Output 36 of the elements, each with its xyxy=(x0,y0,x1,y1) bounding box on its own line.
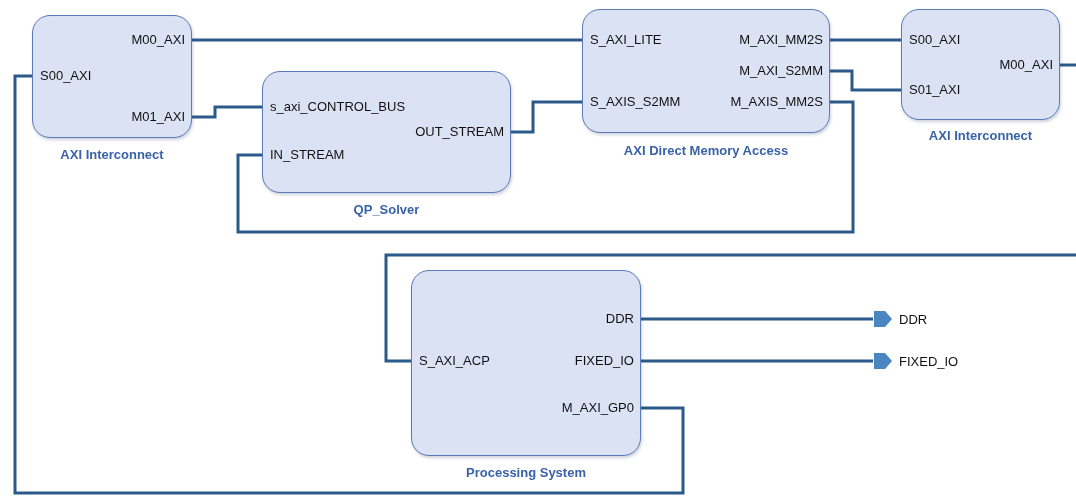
port-label: M_AXI_GP0 xyxy=(561,398,640,417)
port-label: IN_STREAM xyxy=(263,145,345,164)
port-label: S01_AXI xyxy=(902,80,961,99)
connector-line xyxy=(511,100,582,134)
connector-line xyxy=(384,253,1076,363)
port-label: S_AXI_LITE xyxy=(583,30,662,49)
port-label: DDR xyxy=(605,309,640,328)
port-label: s_axi_CONTROL_BUS xyxy=(263,97,406,116)
connector-line xyxy=(192,38,582,42)
port-label: M_AXI_MM2S xyxy=(739,30,829,49)
connector-line xyxy=(830,69,901,92)
port-label: FIXED_IO xyxy=(899,353,959,369)
connector-line xyxy=(13,74,685,495)
port-label: M_AXI_S2MM xyxy=(739,61,829,80)
port-label: M_AXIS_MM2S xyxy=(730,92,829,111)
port-label: M01_AXI xyxy=(131,107,191,126)
block-title: QP_Solver xyxy=(352,202,421,218)
port-label: OUT_STREAM xyxy=(415,122,510,141)
port-label: S_AXI_ACP xyxy=(412,351,490,370)
connector-line xyxy=(236,100,855,234)
block-title: AXI Interconnect xyxy=(59,147,165,163)
connector-line xyxy=(1060,63,1076,67)
block-title: AXI Interconnect xyxy=(927,128,1034,144)
port-label: S00_AXI xyxy=(33,66,92,85)
port-label: S_AXIS_S2MM xyxy=(583,92,681,111)
port-label: S00_AXI xyxy=(902,30,961,49)
port-label: M00_AXI xyxy=(999,55,1059,74)
port-label: DDR xyxy=(899,311,928,327)
block-title: Processing System xyxy=(465,465,587,481)
port-label: FIXED_IO xyxy=(574,351,640,370)
block-title: AXI Direct Memory Access xyxy=(622,143,790,159)
connector-line xyxy=(641,317,873,321)
connector-line xyxy=(641,359,873,363)
connector-line xyxy=(830,38,901,42)
connector-line xyxy=(192,105,262,119)
port-label: M00_AXI xyxy=(131,30,191,49)
